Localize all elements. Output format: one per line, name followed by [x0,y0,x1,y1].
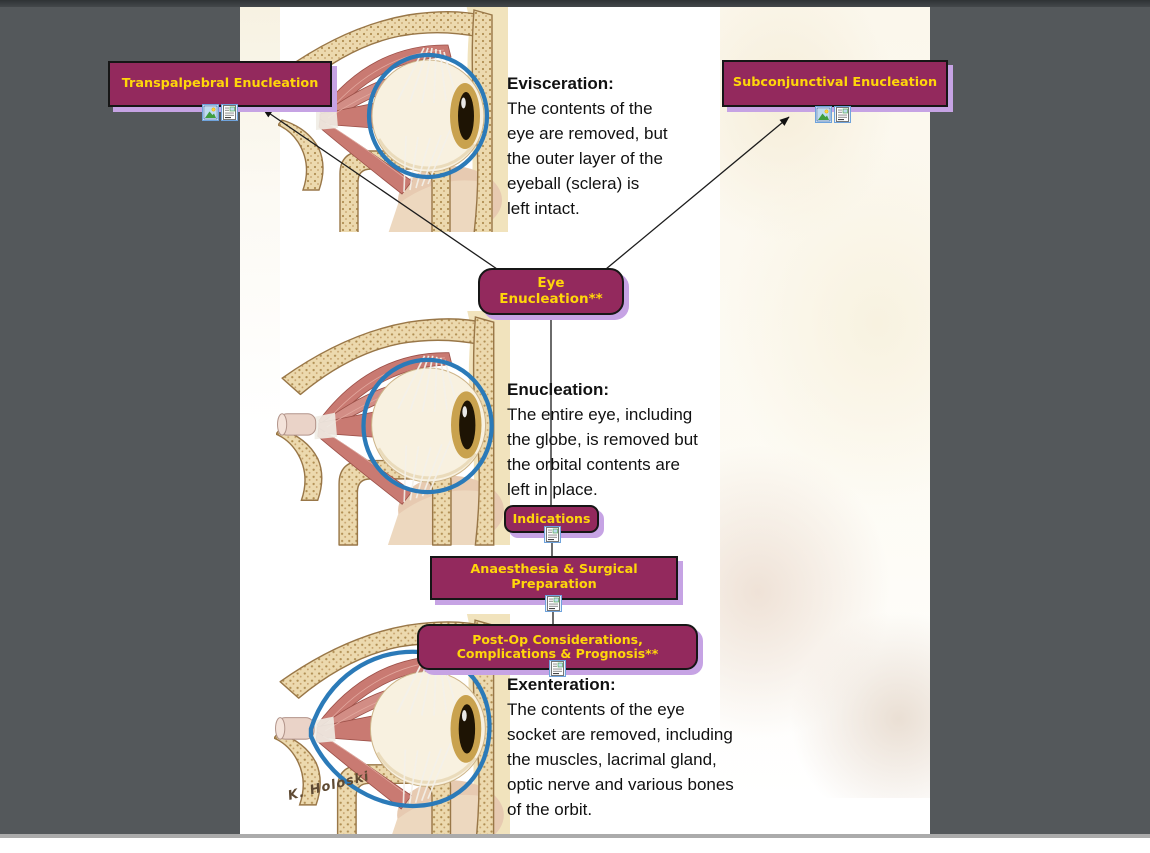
enucleation-body: The entire eye, including the globe, is … [507,405,698,499]
evisceration-heading: Evisceration: [507,74,614,93]
window-top-strip [0,0,1150,7]
node-subconjunctival-enucleation[interactable]: Subconjunctival Enucleation [722,60,948,107]
node-transpalpebral-enucleation[interactable]: Transpalpebral Enucleation [108,61,332,107]
enucleation-annotation: Enucleation: The entire eye, including t… [507,377,698,502]
document-icon[interactable] [221,104,238,121]
subconjunctival-resources [815,106,851,123]
evisceration-annotation: Evisceration: The contents of the eye ar… [507,71,668,221]
window-bottom-divider [0,834,1150,838]
image-icon[interactable] [815,106,832,123]
enucleation-heading: Enucleation: [507,380,610,399]
image-icon[interactable] [202,104,219,121]
evisceration-body: The contents of the eye are removed, but… [507,99,668,218]
evisceration-orbit-illustration [278,4,508,232]
node-eye-enucleation[interactable]: Eye Enucleation** [478,268,624,315]
exenteration-annotation: Exenteration: The contents of the eye so… [507,672,734,822]
document-icon[interactable] [834,106,851,123]
exenteration-body: The contents of the eye socket are remov… [507,700,734,819]
enucleation-orbit-illustration [276,310,510,546]
document-icon[interactable] [549,660,566,677]
document-icon[interactable] [545,595,562,612]
exenteration-orbit-illustration [274,614,510,850]
indications-resources [544,526,561,543]
transpalpebral-resources [202,104,238,121]
document-icon[interactable] [544,526,561,543]
node-postop-considerations[interactable]: Post-Op Considerations, Complications & … [417,624,698,670]
faded-background-photo [720,7,930,798]
window-bottom-strip [0,838,1150,853]
anaesthesia-resources [545,595,562,612]
exenteration-heading: Exenteration: [507,675,616,694]
node-anaesthesia-surgical-preparation[interactable]: Anaesthesia & Surgical Preparation [430,556,678,600]
postop-resources [549,660,566,677]
